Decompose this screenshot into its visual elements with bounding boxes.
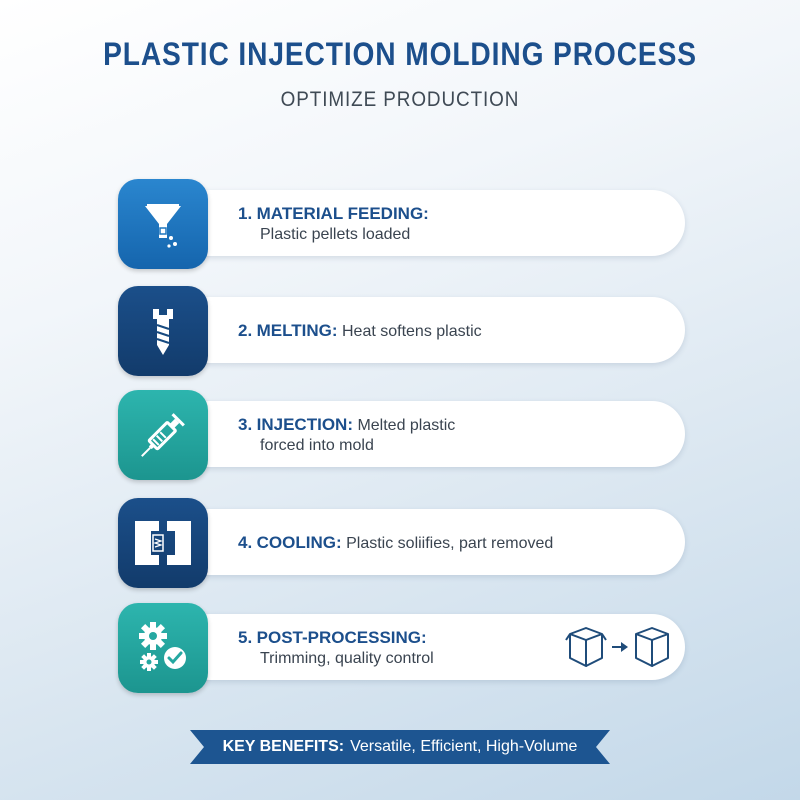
step-card: [178, 297, 685, 363]
step-card: [178, 509, 685, 575]
screw-icon: [118, 286, 208, 376]
step-melting: 2. MELTING: Heat softens plastic: [118, 286, 688, 376]
page-title: PLASTIC INJECTION MOLDING PROCESS: [103, 36, 697, 72]
step-description: Plastic pellets loaded: [260, 226, 411, 243]
step-number: 2.: [238, 321, 253, 340]
step-description: Plastic soliifies, part removed: [346, 535, 554, 552]
step-number: 3.: [238, 415, 253, 434]
step-post-processing: 5. POST-PROCESSING: Trimming, quality co…: [118, 603, 688, 693]
banner-label: KEY BENEFITS:: [222, 738, 345, 755]
step-heading: POST-PROCESSING:: [256, 628, 427, 647]
step-injection: 3. INJECTION: Melted plastic forced into…: [118, 390, 688, 480]
mold-cooling-icon: [118, 498, 208, 588]
step-description: Heat softens plastic: [342, 323, 482, 340]
step-text: 1. MATERIAL FEEDING: Plastic pellets loa…: [238, 188, 538, 260]
step-description: Melted plastic: [357, 417, 456, 434]
step-text: 2. MELTING: Heat softens plastic: [238, 295, 538, 367]
funnel-icon: [118, 179, 208, 269]
step-number: 5.: [238, 628, 253, 647]
step-heading: INJECTION:: [256, 415, 353, 434]
step-heading: COOLING:: [256, 533, 342, 552]
step-card: [178, 401, 685, 467]
step-number: 1.: [238, 204, 253, 223]
key-benefits-banner: KEY BENEFITS: Versatile, Efficient, High…: [190, 730, 610, 764]
page-subtitle: OPTIMIZE PRODUCTION: [280, 88, 520, 111]
banner-values: Versatile, Efficient, High-Volume: [350, 738, 578, 755]
step-heading: MATERIAL FEEDING:: [256, 204, 429, 223]
step-text: 4. COOLING: Plastic soliifies, part remo…: [238, 507, 598, 579]
step-number: 4.: [238, 533, 253, 552]
step-text: 3. INJECTION: Melted plastic forced into…: [238, 399, 538, 471]
step-heading: MELTING:: [256, 321, 338, 340]
step-card: [178, 614, 685, 680]
box-transform-icon: [564, 624, 674, 670]
step-description-continued: forced into mold: [260, 437, 374, 454]
step-description: Trimming, quality control: [260, 650, 434, 667]
step-cooling: 4. COOLING: Plastic soliifies, part remo…: [118, 498, 688, 588]
step-text: 5. POST-PROCESSING: Trimming, quality co…: [238, 612, 538, 684]
syringe-icon: [118, 390, 208, 480]
step-material-feeding: 1. MATERIAL FEEDING: Plastic pellets loa…: [118, 179, 688, 269]
step-card: [178, 190, 685, 256]
gears-check-icon: [118, 603, 208, 693]
